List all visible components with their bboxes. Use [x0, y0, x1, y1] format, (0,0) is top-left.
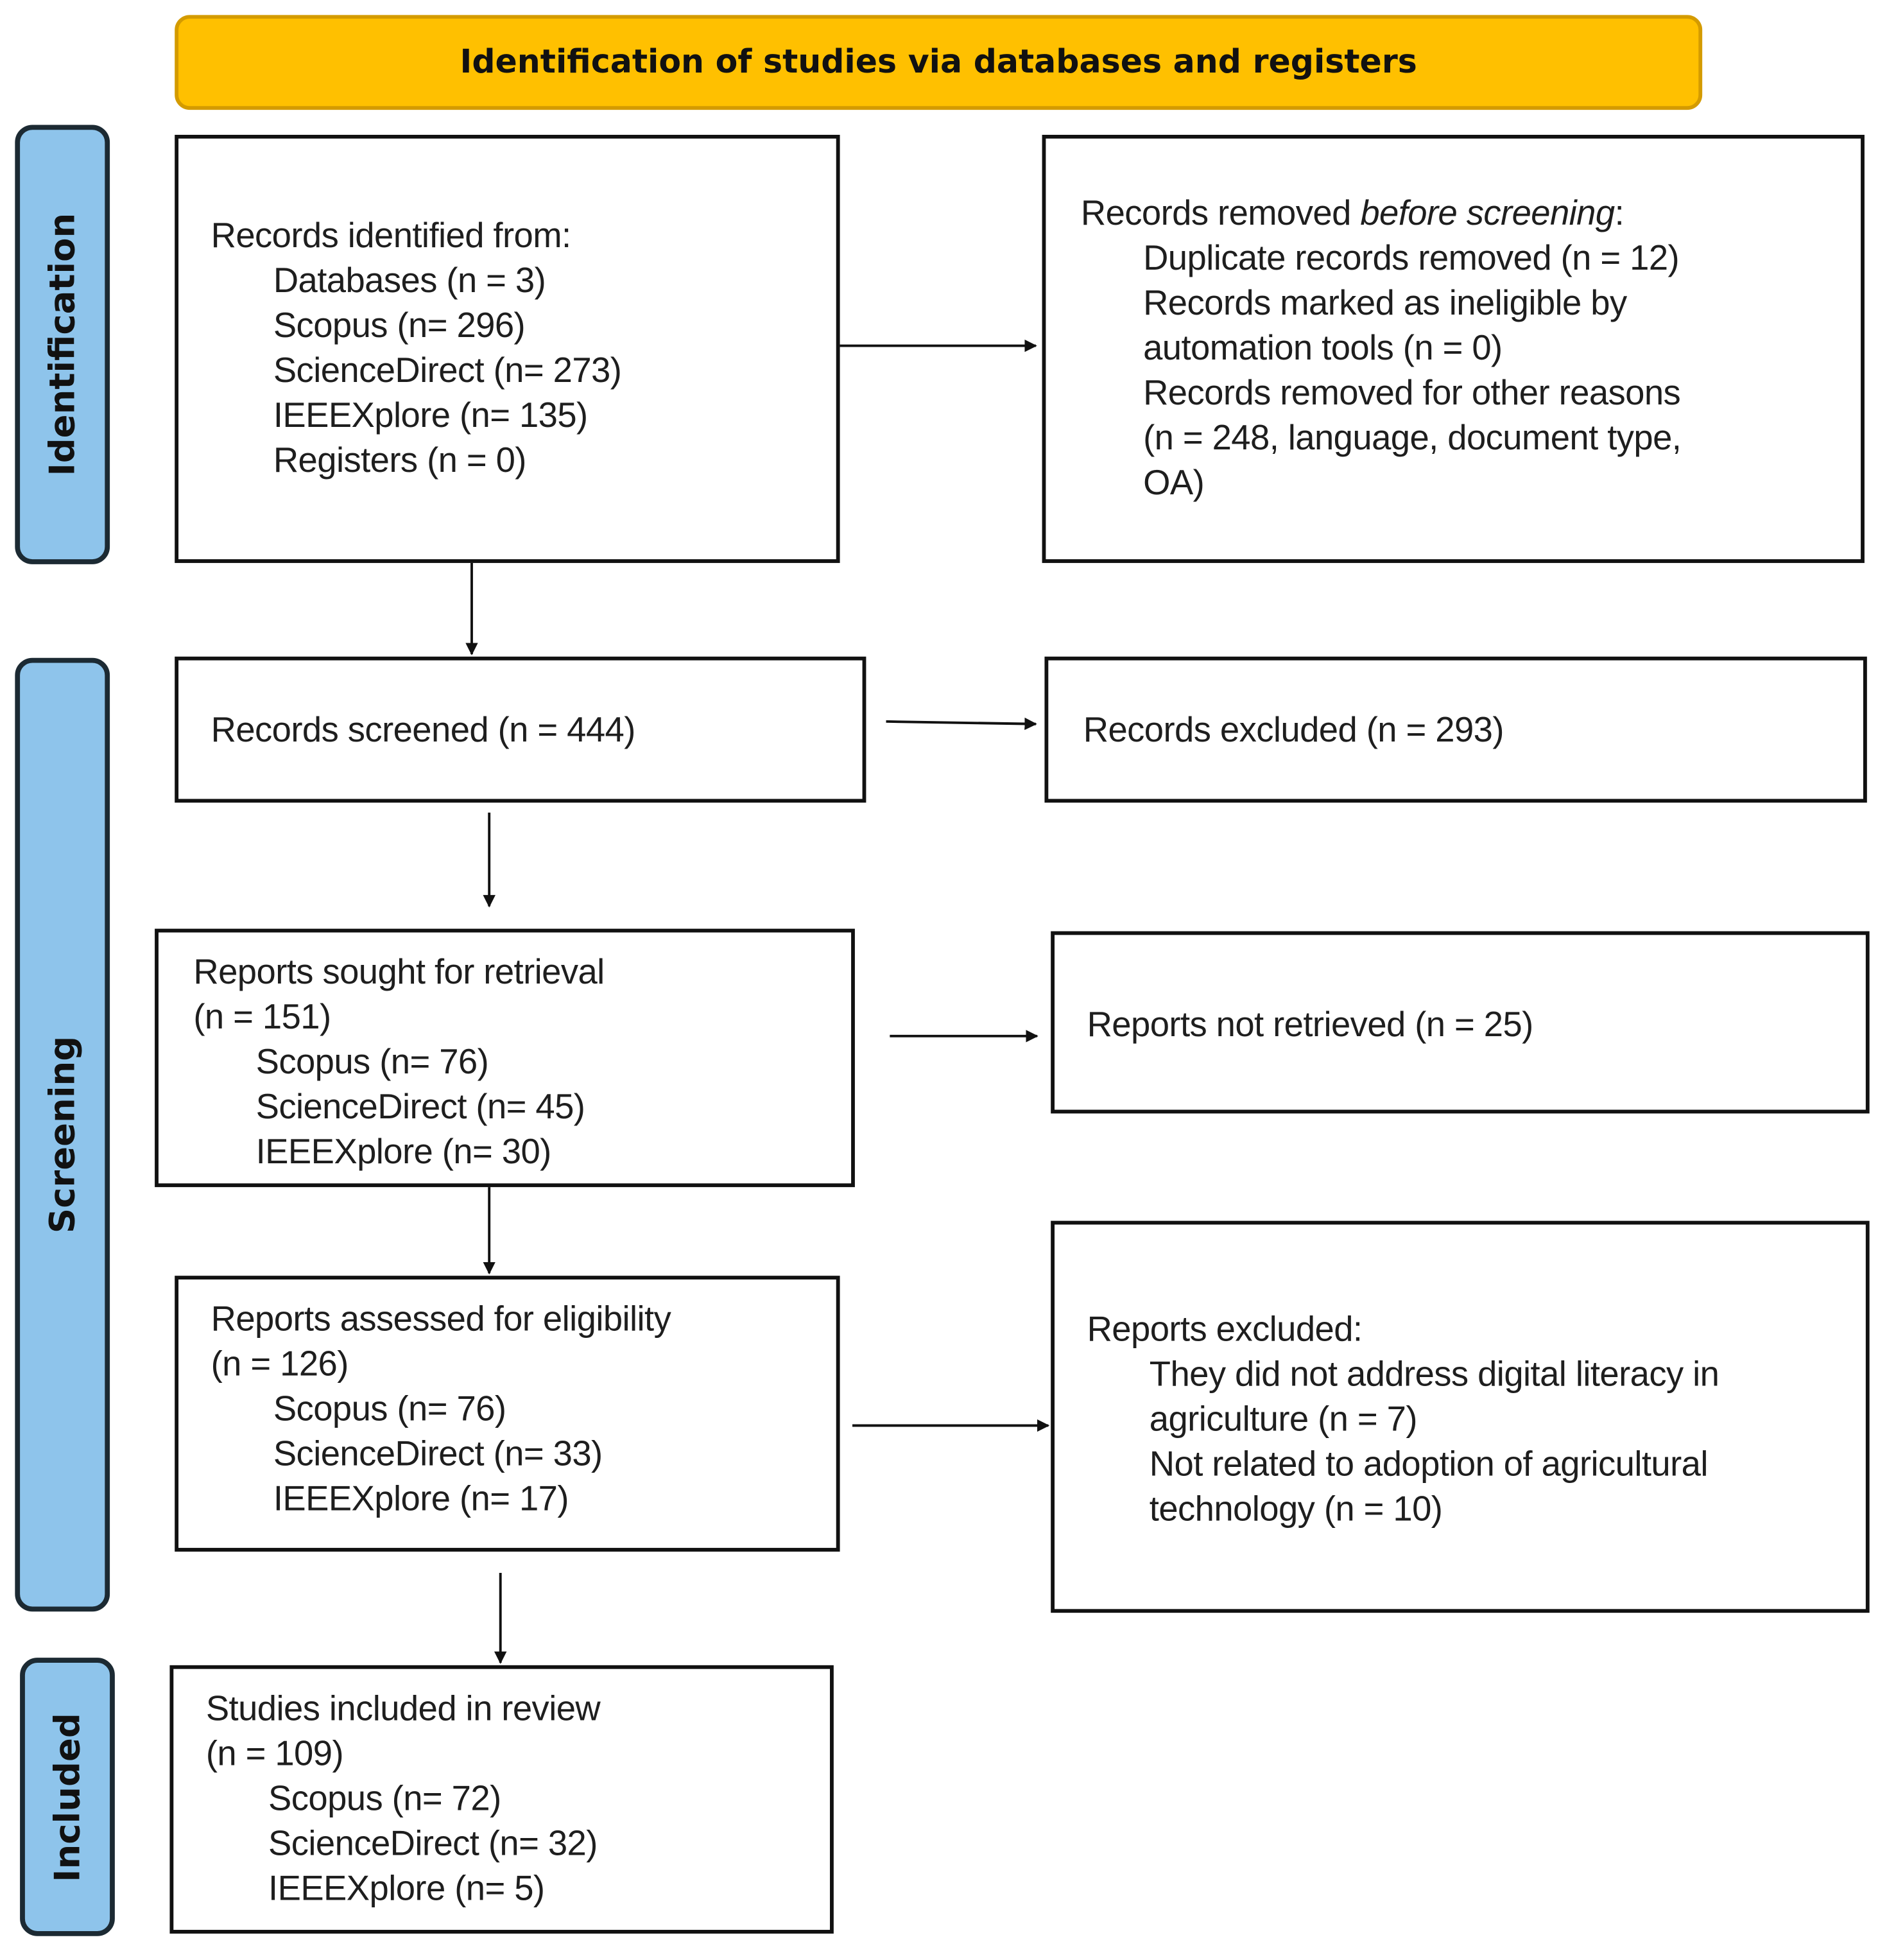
arrow-right [886, 717, 1037, 731]
phase-included: Included [20, 1658, 115, 1936]
studies-included-box: Studies included in review (n = 109) Sco… [169, 1665, 834, 1934]
title-text: Records removed [1080, 193, 1361, 232]
list-item: IEEEXplore (n= 17) [273, 1479, 569, 1518]
list-item: OA) [1143, 463, 1205, 502]
box-title: Records screened (n = 444) [211, 710, 636, 749]
list-item: IEEEXplore (n= 5) [268, 1868, 545, 1908]
box-title: Studies included in review [205, 1688, 601, 1728]
list-item: automation tools (n = 0) [1143, 328, 1503, 367]
reports-assessed-box: Reports assessed for eligibility (n = 12… [175, 1276, 840, 1552]
reports-excluded-box: Reports excluded: They did not address d… [1051, 1220, 1870, 1613]
box-title: Records identified from: [211, 216, 572, 255]
box-title: Reports sought for retrieval [193, 952, 605, 991]
records-identified-box: Records identified from: Databases (n = … [175, 134, 840, 563]
box-title: Records excluded (n = 293) [1083, 710, 1504, 749]
header-title: Identification of studies via databases … [460, 44, 1417, 82]
list-item: They did not address digital literacy in [1149, 1354, 1719, 1393]
header-banner: Identification of studies via databases … [175, 15, 1703, 110]
phase-identification: Identification [15, 125, 110, 564]
list-item: technology (n = 10) [1149, 1489, 1443, 1528]
records-screened-box: Records screened (n = 444) [175, 656, 866, 803]
list-item: ScienceDirect (n= 273) [273, 351, 622, 390]
box-count: (n = 151) [193, 997, 331, 1036]
list-item: (n = 248, language, document type, [1143, 418, 1682, 457]
list-item: ScienceDirect (n= 32) [268, 1823, 598, 1863]
title-italic: before screening [1360, 193, 1615, 232]
phase-screening: Screening [15, 657, 110, 1612]
records-removed-box: Records removed before screening: Duplic… [1042, 134, 1865, 563]
list-item: ScienceDirect (n= 33) [273, 1434, 603, 1473]
box-title: Reports excluded: [1087, 1309, 1363, 1348]
box-count: (n = 126) [211, 1344, 349, 1383]
box-count: (n = 109) [205, 1733, 344, 1773]
reports-not-retrieved-box: Reports not retrieved (n = 25) [1051, 931, 1870, 1114]
list-item: Duplicate records removed (n = 12) [1143, 238, 1680, 277]
list-item: ScienceDirect (n= 45) [255, 1087, 585, 1126]
list-item: Databases (n = 3) [273, 261, 546, 300]
list-item: IEEEXplore (n= 135) [273, 395, 588, 435]
list-item: Not related to adoption of agricultural [1149, 1444, 1709, 1483]
box-title: Reports assessed for eligibility [211, 1299, 671, 1339]
reports-sought-box: Reports sought for retrieval (n = 151) S… [155, 928, 855, 1188]
list-item: Scopus (n= 72) [268, 1778, 501, 1818]
list-item: Records marked as ineligible by [1143, 283, 1627, 322]
list-item: IEEEXplore (n= 30) [255, 1132, 552, 1171]
title-end: : [1614, 193, 1624, 232]
list-item: agriculture (n = 7) [1149, 1399, 1418, 1438]
list-item: Scopus (n= 76) [255, 1042, 489, 1081]
list-item: Scopus (n= 76) [273, 1389, 506, 1428]
list-item: Scopus (n= 296) [273, 306, 526, 345]
list-item: Registers (n = 0) [273, 440, 527, 480]
list-item: Records removed for other reasons [1143, 373, 1681, 412]
box-title: Reports not retrieved (n = 25) [1087, 1005, 1534, 1044]
records-excluded-box: Records excluded (n = 293) [1044, 656, 1867, 803]
box-title: Records removed before screening: [1081, 191, 1681, 236]
